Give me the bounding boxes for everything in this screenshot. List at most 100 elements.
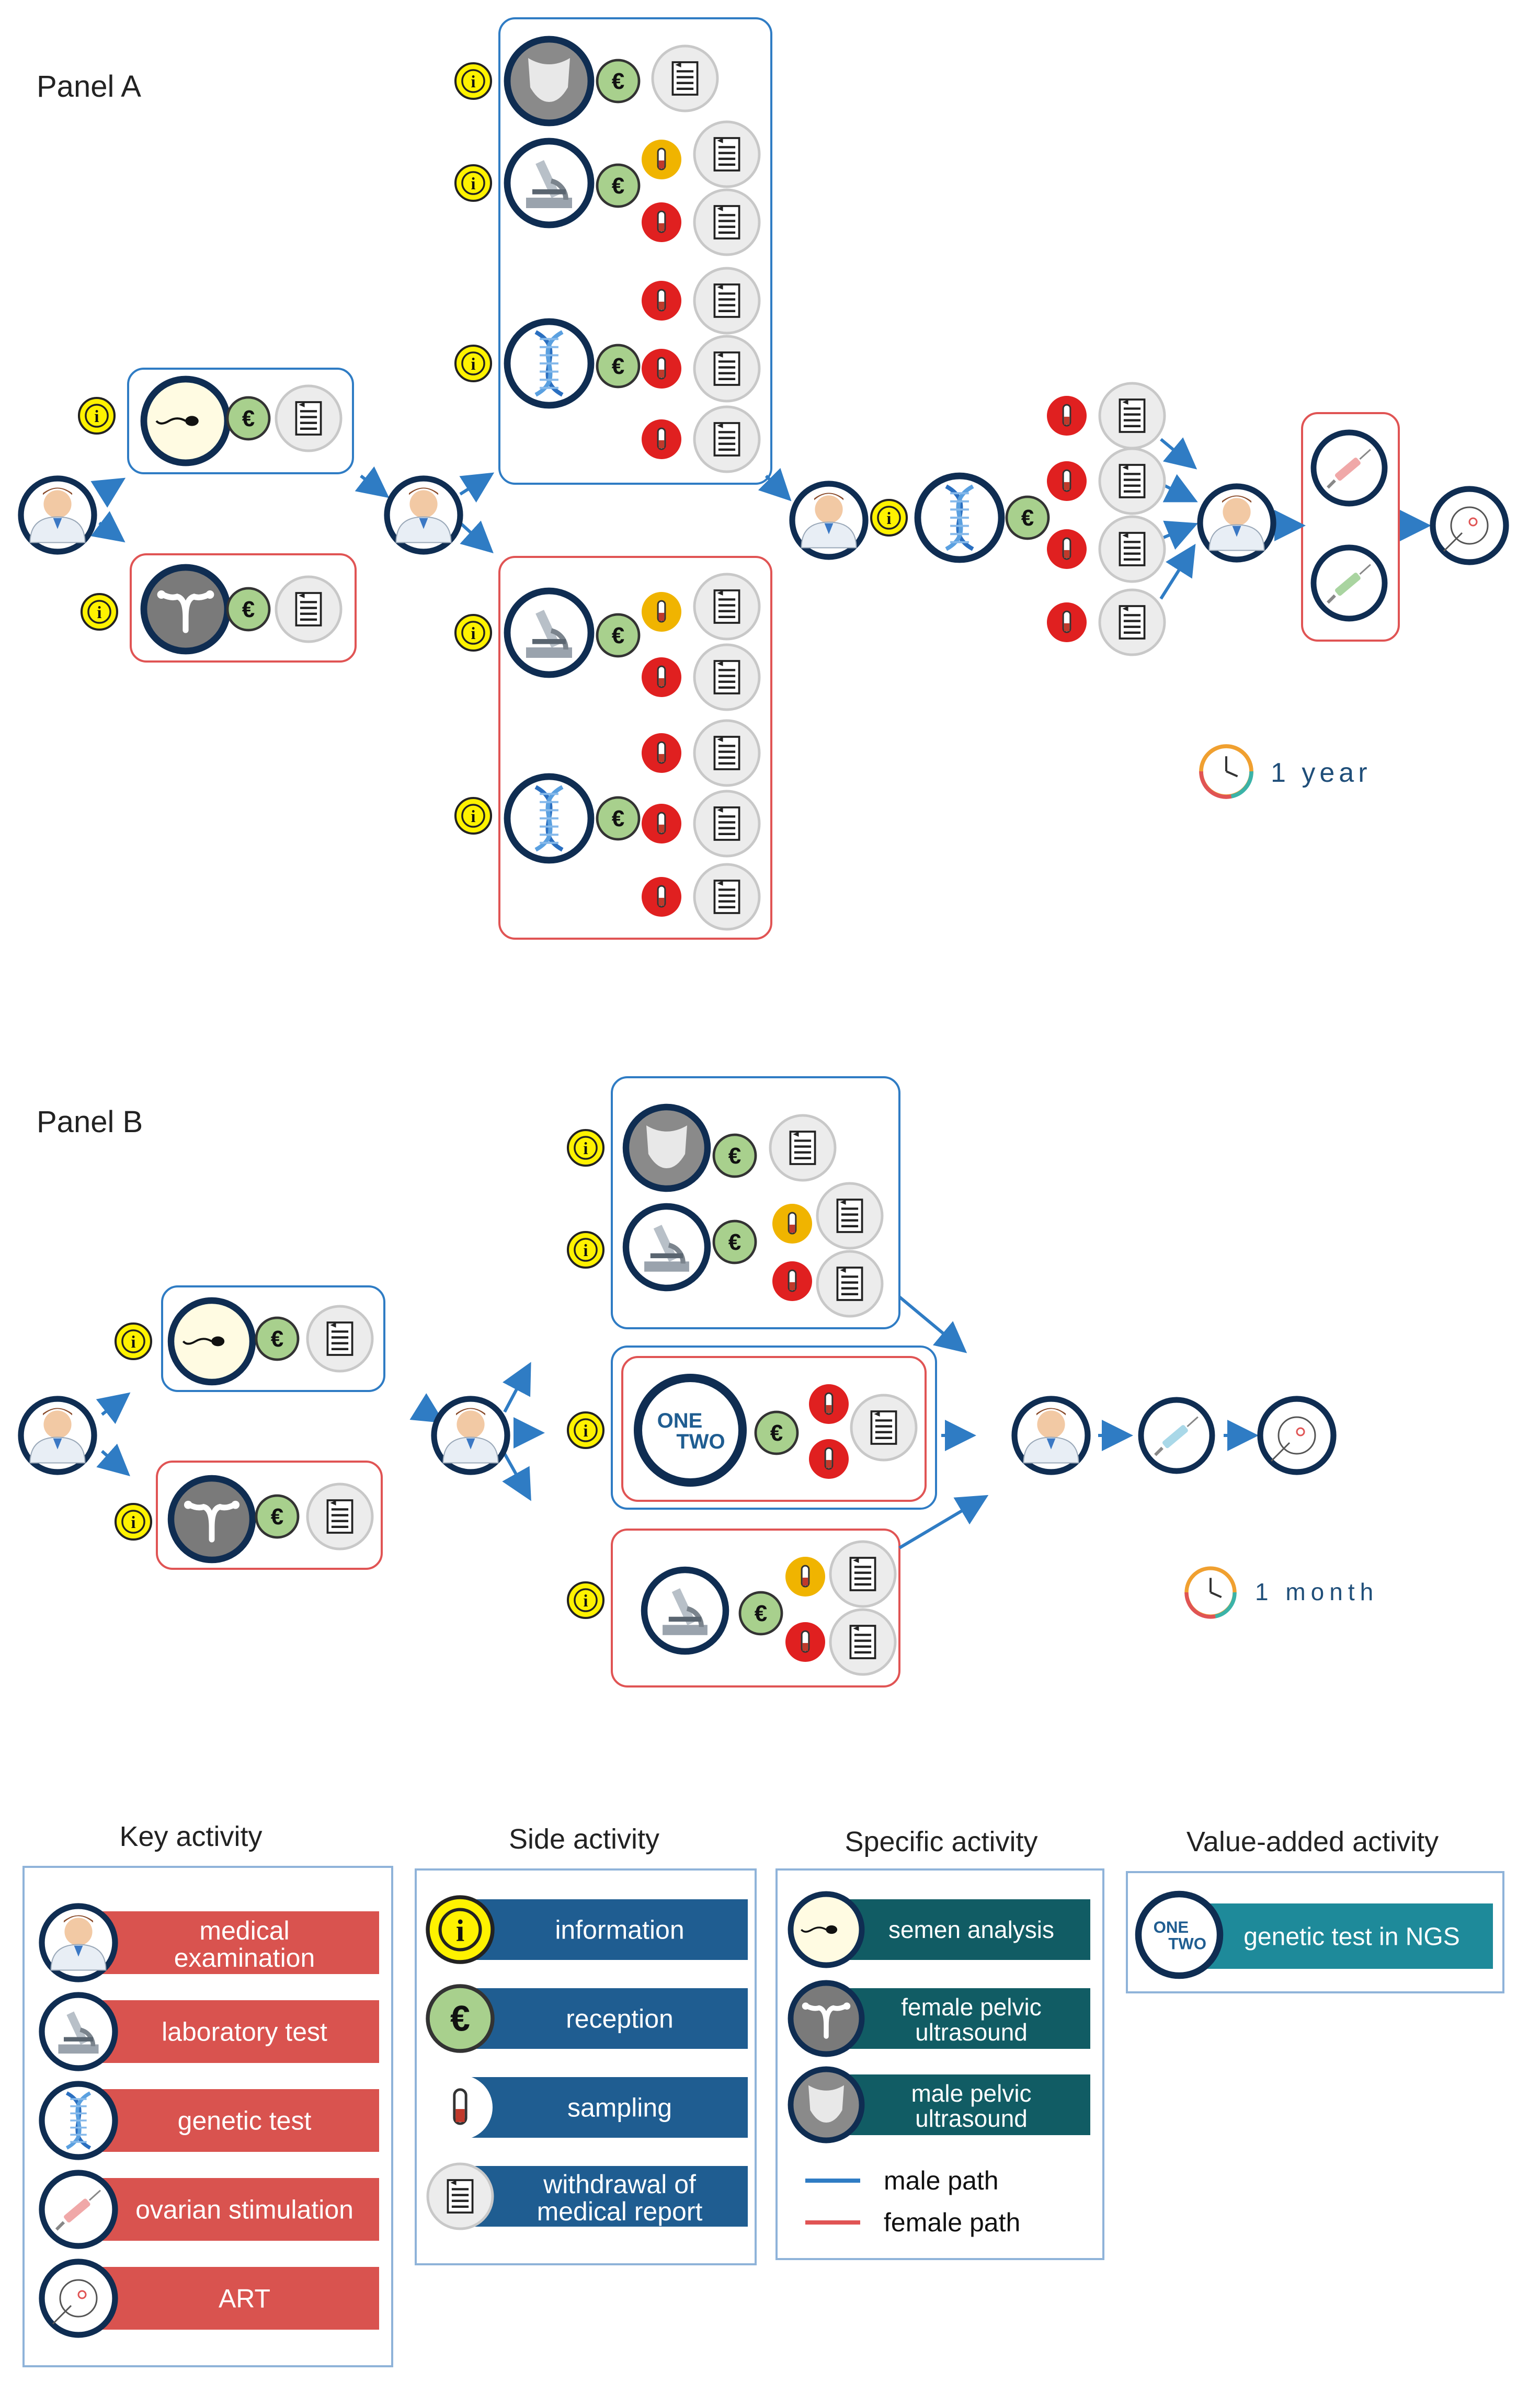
medical-report-icon — [769, 1114, 837, 1182]
test-tube-icon — [642, 140, 681, 179]
medical-report-icon — [426, 2162, 494, 2230]
info-symbol: i — [97, 603, 102, 622]
dna-icon — [504, 318, 595, 409]
test-tube-icon — [1047, 529, 1087, 569]
flow-arrow — [90, 477, 126, 508]
info-icon: i — [870, 498, 908, 537]
medical-report-icon — [693, 188, 761, 256]
euro-icon: € — [255, 1316, 300, 1361]
female-path-label: female path — [884, 2208, 1020, 2237]
dna-icon — [914, 472, 1005, 563]
euro-symbol: € — [242, 597, 255, 622]
euro-icon: € — [738, 1591, 783, 1636]
test-tube-icon — [785, 1557, 825, 1597]
egg-cell-icon — [1257, 1396, 1337, 1475]
flow-arrow — [503, 1362, 531, 1413]
legend-label-bg — [460, 2166, 748, 2227]
info-symbol: i — [471, 624, 476, 643]
uterus-icon — [788, 1980, 865, 2057]
euro-symbol: € — [1021, 505, 1034, 531]
flow-arrow — [1160, 437, 1197, 470]
duration-b: 1 month — [1184, 1566, 1373, 1619]
legend-label: genetic test — [78, 2089, 379, 2152]
euro-symbol: € — [770, 1420, 783, 1446]
test-tube-icon — [1047, 396, 1087, 436]
legend-label-line1: withdrawal of — [543, 2170, 696, 2199]
info-icon: i — [426, 1895, 495, 1964]
test-tube-icon — [642, 804, 681, 843]
legend-label-bg — [78, 1911, 379, 1974]
flow-arrows — [90, 437, 1431, 1549]
info-icon: i — [566, 1230, 605, 1269]
legend-label: semen analysis — [821, 1899, 1090, 1960]
legend-label-bg — [460, 2077, 748, 2138]
euro-symbol: € — [612, 354, 624, 379]
medical-report-icon — [275, 384, 343, 452]
male-pelvis-icon — [504, 36, 595, 127]
info-icon: i — [454, 613, 493, 652]
info-icon: i — [114, 1322, 153, 1361]
flow-arrow — [96, 1392, 131, 1424]
sperm-icon — [788, 1891, 865, 1968]
legend-label-bg — [821, 1988, 1090, 2049]
clock-icon — [1184, 1566, 1237, 1619]
legend-label-bg — [460, 1899, 748, 1960]
euro-icon: € — [596, 796, 641, 841]
medical-report-icon — [693, 790, 761, 858]
test-tube-icon — [785, 1622, 825, 1662]
euro-symbol: € — [612, 173, 624, 199]
info-symbol: i — [471, 174, 476, 193]
microscope-icon — [622, 1203, 711, 1292]
legend-label: ovarian stimulation — [78, 2178, 379, 2241]
info-symbol: i — [584, 1421, 588, 1440]
legend-label-bg — [460, 1988, 748, 2049]
euro-symbol: € — [271, 1504, 283, 1530]
panel-a-label: Panel A — [37, 70, 141, 104]
male-path-label: male path — [884, 2166, 999, 2195]
test-tube-icon — [772, 1261, 812, 1301]
info-icon: i — [454, 164, 493, 202]
doctor-icon — [1011, 1396, 1091, 1475]
test-tube-icon — [809, 1384, 849, 1424]
doctor-icon — [18, 1396, 97, 1475]
legend-label-line1: ART — [219, 2284, 270, 2313]
legend-label: ART — [78, 2267, 379, 2330]
legend-label-line1: reception — [566, 2004, 674, 2034]
info-symbol: i — [887, 509, 892, 528]
info-symbol: i — [456, 1914, 464, 1948]
legend-label-line1: female pelvic — [901, 1993, 1041, 2021]
male-pelvis-icon — [622, 1103, 711, 1192]
legend-label-bg — [821, 1899, 1090, 1960]
egg-cell-icon — [1430, 486, 1509, 565]
medical-report-icon — [693, 643, 761, 711]
sperm-icon — [167, 1297, 256, 1386]
legend-label-bg — [78, 2267, 379, 2330]
test-tube-icon — [809, 1439, 849, 1479]
legend-label-line1: ovarian stimulation — [135, 2195, 353, 2225]
test-tube-icon — [642, 419, 681, 459]
info-icon: i — [114, 1502, 153, 1541]
euro-icon: € — [1005, 495, 1050, 540]
info-symbol: i — [471, 355, 476, 373]
male-pelvis-icon — [788, 2066, 865, 2143]
test-tube-icon — [642, 281, 681, 321]
euro-symbol: € — [450, 1999, 470, 2039]
euro-symbol: € — [271, 1326, 283, 1352]
legend-label: reception — [460, 1988, 748, 2049]
flow-arrow — [355, 466, 390, 498]
euro-symbol: € — [755, 1601, 767, 1626]
info-icon: i — [454, 344, 493, 383]
legend-label: sampling — [460, 2077, 748, 2138]
legend-label-line1: laboratory test — [162, 2017, 327, 2047]
test-tube-icon — [642, 877, 681, 917]
legend-label-line1: genetic test in NGS — [1244, 1923, 1460, 1951]
medical-report-icon — [829, 1540, 897, 1608]
euro-icon: € — [712, 1133, 757, 1178]
info-symbol: i — [131, 1332, 136, 1351]
legend-label-line2: medical report — [537, 2197, 703, 2226]
medical-report-icon — [306, 1305, 374, 1373]
medical-report-icon — [1098, 382, 1166, 450]
euro-icon: € — [226, 396, 271, 441]
duration-a-text: 1 year — [1271, 758, 1372, 788]
